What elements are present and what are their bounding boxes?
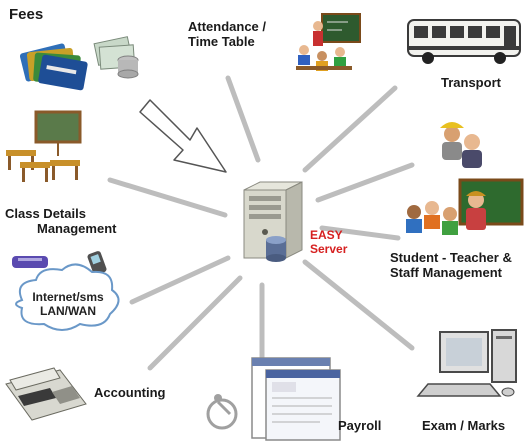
school-bus-icon bbox=[407, 19, 521, 64]
transport-label-text: Transport bbox=[441, 75, 501, 90]
connector-staff bbox=[319, 225, 401, 241]
fees-label-text: Fees bbox=[9, 6, 44, 23]
money-icon bbox=[93, 36, 139, 79]
connector-lines bbox=[107, 75, 415, 373]
transport-label: Transport bbox=[441, 75, 501, 90]
class-details-label-line2: Management bbox=[37, 221, 117, 236]
staff-label-line2: Staff Management bbox=[390, 265, 502, 280]
network-label-line1: Internet/sms bbox=[32, 290, 104, 304]
connector-staff-top bbox=[315, 162, 415, 203]
connector-transport bbox=[302, 85, 398, 173]
payroll-label: Payroll bbox=[338, 418, 381, 433]
attendance-label-line1: Attendance / bbox=[188, 19, 267, 34]
staff-label-line1: Student - Teacher & bbox=[390, 250, 512, 265]
class-details-label-line1: Class Details bbox=[5, 206, 86, 221]
server-label-line2: Server bbox=[310, 242, 348, 256]
database-icon bbox=[266, 236, 286, 262]
staff-label: Student - Teacher & Staff Management bbox=[390, 250, 512, 280]
desktop-computer-icon bbox=[416, 329, 517, 397]
mobile-phone-icon bbox=[87, 251, 107, 275]
connector-exam bbox=[302, 259, 415, 351]
exam-label: Exam / Marks bbox=[422, 418, 505, 433]
network-label-line2: LAN/WAN bbox=[40, 304, 96, 318]
server-tower-icon bbox=[243, 181, 303, 259]
wheelchair-icon bbox=[206, 394, 238, 430]
attendance-label-line2: Time Table bbox=[188, 34, 255, 49]
exam-label-text: Exam / Marks bbox=[422, 418, 506, 433]
calculator-icon bbox=[5, 367, 87, 421]
payroll-label-text: Payroll bbox=[338, 418, 382, 433]
network-label: Internet/sms LAN/WAN bbox=[20, 290, 116, 318]
server-label-line1: EASY bbox=[310, 228, 343, 242]
connector-class bbox=[107, 177, 228, 218]
connector-attendance bbox=[225, 75, 261, 163]
attendance-label: Attendance / Time Table bbox=[188, 19, 266, 49]
staff-people-icon bbox=[440, 122, 482, 168]
connector-network bbox=[129, 255, 231, 305]
accounting-label: Accounting bbox=[94, 385, 166, 400]
server-label: EASY Server bbox=[310, 228, 347, 256]
fees-arrow bbox=[139, 99, 227, 173]
class-details-label: Class Details Management bbox=[5, 206, 116, 236]
connector-accounting bbox=[147, 275, 243, 371]
credit-cards-icon bbox=[19, 43, 88, 91]
classroom-teacher-icon bbox=[296, 13, 361, 71]
classroom-desks-icon bbox=[6, 110, 82, 182]
router-icon bbox=[12, 256, 48, 268]
fees-label: Fees bbox=[9, 7, 43, 22]
accounting-label-text: Accounting bbox=[94, 385, 166, 400]
people-teacher-icon bbox=[406, 178, 524, 235]
cloud-network-icon bbox=[15, 263, 120, 331]
hr-document-icon bbox=[251, 357, 341, 441]
